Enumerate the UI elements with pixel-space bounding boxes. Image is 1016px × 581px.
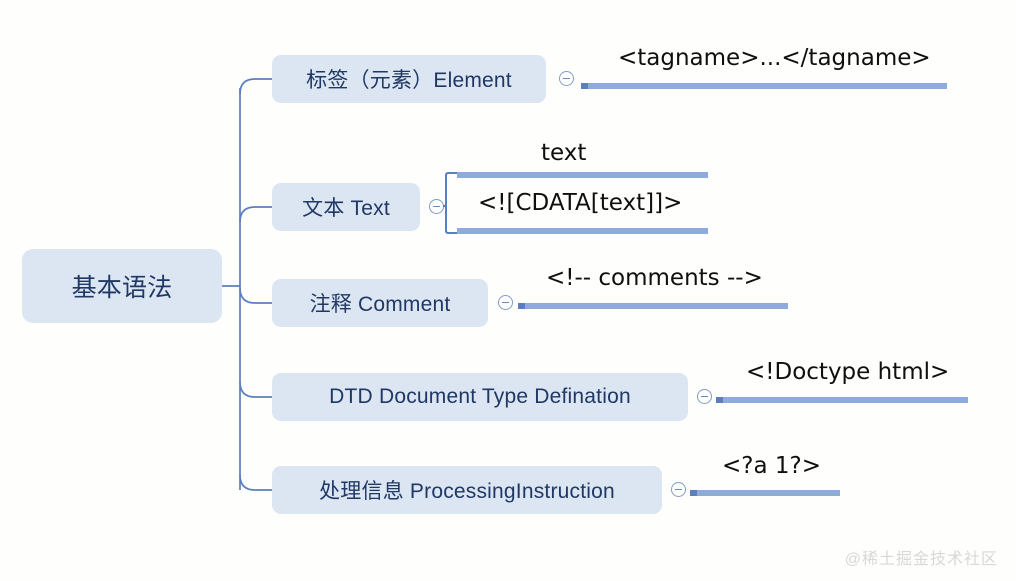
branch-node-dtd[interactable]: DTD Document Type Defination — [272, 373, 688, 421]
text-branch-bracket — [445, 172, 457, 234]
watermark: @稀土掘金技术社区 — [844, 551, 998, 568]
leaf-label-tagname: <tagname>...</tagname> — [618, 45, 931, 71]
leaf-label-comments: <!-- comments --> — [546, 265, 763, 291]
leaf-rule-processing-instruction — [690, 490, 840, 496]
collapse-minus-icon[interactable] — [429, 199, 444, 214]
collapse-minus-icon[interactable] — [498, 295, 513, 310]
leaf-label-doctype: <!Doctype html> — [746, 359, 950, 385]
branch-node-text-label: 文本 Text — [302, 197, 390, 220]
branch-node-element[interactable]: 标签（元素）Element — [272, 55, 546, 103]
leaf-label-text: text — [541, 140, 587, 166]
leaf-label-processing-instruction: <?a 1?> — [722, 453, 821, 479]
leaf-rule-text — [457, 172, 708, 178]
branch-node-dtd-label: DTD Document Type Defination — [329, 385, 631, 408]
root-node[interactable]: 基本语法 — [22, 249, 222, 323]
branch-node-comment[interactable]: 注释 Comment — [272, 279, 488, 327]
branch-node-processing-instruction-label: 处理信息 ProcessingInstruction — [319, 480, 615, 503]
leaf-rule-doctype — [716, 397, 968, 403]
collapse-minus-icon[interactable] — [559, 71, 574, 86]
collapse-minus-icon[interactable] — [671, 482, 686, 497]
collapse-minus-icon[interactable] — [697, 389, 712, 404]
branch-node-text[interactable]: 文本 Text — [272, 183, 420, 231]
leaf-rule-comments — [518, 303, 788, 309]
branch-node-element-label: 标签（元素）Element — [306, 69, 512, 92]
branch-node-processing-instruction[interactable]: 处理信息 ProcessingInstruction — [272, 466, 662, 514]
root-node-label: 基本语法 — [71, 274, 173, 302]
leaf-label-cdata: <![CDATA[text]]> — [478, 190, 683, 216]
leaf-rule-cdata — [457, 228, 708, 234]
branch-node-comment-label: 注释 Comment — [309, 293, 451, 316]
leaf-rule-tagname — [581, 83, 947, 89]
